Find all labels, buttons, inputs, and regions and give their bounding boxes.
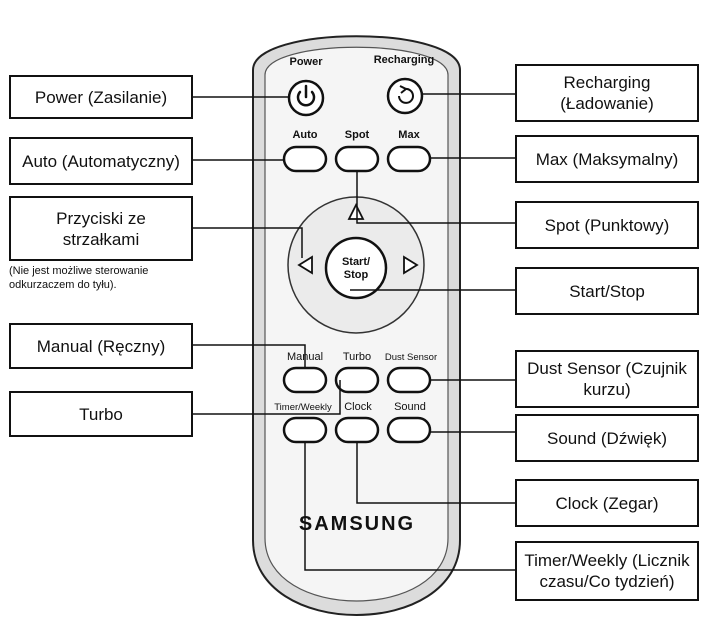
power-text: Power bbox=[289, 56, 323, 68]
start-stop-text-2: Stop bbox=[344, 269, 369, 281]
dust-sensor-text: Dust Sensor bbox=[385, 352, 437, 363]
sound-text: Sound bbox=[394, 401, 426, 413]
spot-button bbox=[336, 147, 378, 171]
spot-text: Spot bbox=[345, 129, 370, 141]
dust-sensor-button bbox=[388, 368, 430, 392]
callout-dust-sensor: Dust Sensor (Czujnik kurzu) bbox=[515, 350, 699, 408]
recharging-text: Recharging bbox=[374, 54, 435, 66]
manual-button bbox=[284, 368, 326, 392]
clock-button bbox=[336, 418, 378, 442]
callout-sound: Sound (Dźwięk) bbox=[515, 414, 699, 462]
brand-logo: SAMSUNG bbox=[299, 513, 415, 535]
callout-clock: Clock (Zegar) bbox=[515, 479, 699, 527]
callout-arrows: Przyciski ze strzałkami bbox=[9, 196, 193, 261]
callout-power: Power (Zasilanie) bbox=[9, 75, 193, 119]
start-stop-button bbox=[326, 238, 386, 298]
callout-manual: Manual (Ręczny) bbox=[9, 323, 193, 369]
turbo-button bbox=[336, 368, 378, 392]
callout-max: Max (Maksymalny) bbox=[515, 135, 699, 183]
max-text: Max bbox=[398, 129, 420, 141]
callout-auto: Auto (Automatyczny) bbox=[9, 137, 193, 185]
sound-button bbox=[388, 418, 430, 442]
callout-timer-weekly: Timer/Weekly (Licznik czasu/Co tydzień) bbox=[515, 541, 699, 601]
callout-recharging: Recharging (Ładowanie) bbox=[515, 64, 699, 122]
turbo-text: Turbo bbox=[343, 351, 371, 363]
callout-spot: Spot (Punktowy) bbox=[515, 201, 699, 249]
clock-text: Clock bbox=[344, 401, 372, 413]
recharging-button bbox=[388, 79, 422, 113]
max-button bbox=[388, 147, 430, 171]
timer-weekly-text: Timer/Weekly bbox=[274, 402, 332, 413]
auto-text: Auto bbox=[292, 129, 317, 141]
timer-weekly-button bbox=[284, 418, 326, 442]
callout-arrows-note: (Nie jest możliwe sterowanie odkurzaczem… bbox=[9, 264, 209, 292]
start-stop-text-1: Start/ bbox=[342, 256, 370, 268]
auto-button bbox=[284, 147, 326, 171]
callout-start-stop: Start/Stop bbox=[515, 267, 699, 315]
callout-turbo: Turbo bbox=[9, 391, 193, 437]
